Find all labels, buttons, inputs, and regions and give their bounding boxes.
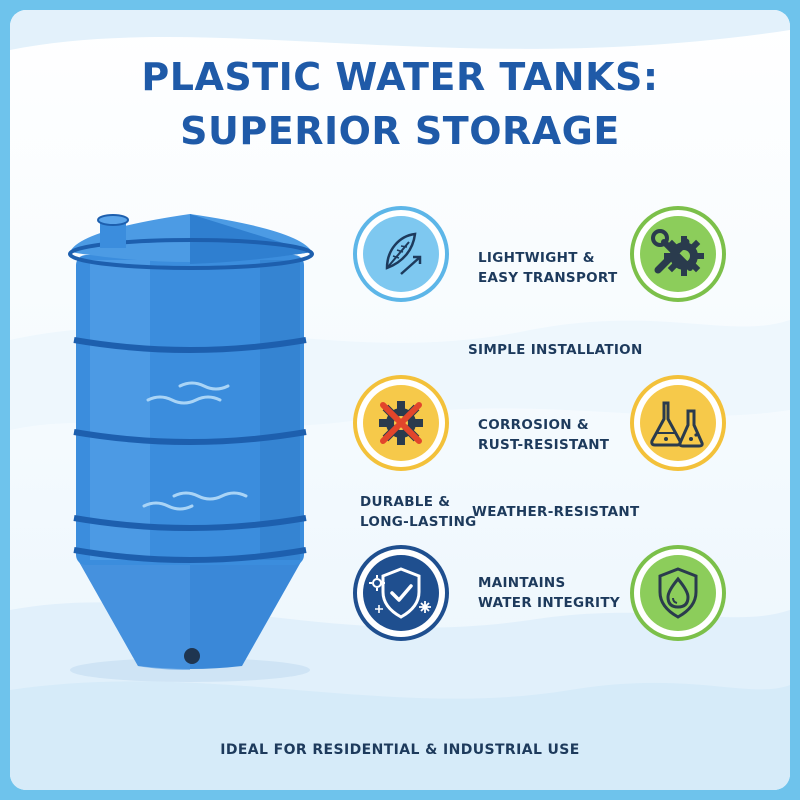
tank-bands	[73, 337, 307, 563]
tank-water-waves	[142, 381, 248, 511]
title-line-2: SUPERIOR STORAGE	[180, 109, 620, 153]
feature-label-line: LIGHTWIGHT &	[478, 250, 595, 266]
feature-label-line: CORROSION &	[478, 417, 589, 433]
feature-icon-water-integrity	[630, 545, 726, 641]
water-drop-shield-icon	[630, 545, 726, 641]
weather-shield-icon	[353, 545, 449, 641]
feature-label-line: SIMPLE INSTALLATION	[468, 342, 643, 358]
crossed-gear-icon	[353, 375, 449, 471]
feature-label-lightweight: LIGHTWIGHT & EASY TRANSPORT	[478, 248, 618, 288]
footer-tagline: IDEAL FOR RESIDENTIAL & INDUSTRIAL USE	[220, 742, 580, 758]
feature-label-weather: WEATHER-RESISTANT	[472, 502, 640, 522]
feature-label-installation: SIMPLE INSTALLATION	[468, 340, 643, 360]
water-tank-illustration	[68, 214, 314, 682]
feature-label-line: WATER INTEGRITY	[478, 595, 620, 611]
feature-label-water-integrity: MAINTAINS WATER INTEGRITY	[478, 573, 620, 613]
page-title: PLASTIC WATER TANKS: SUPERIOR STORAGE	[10, 50, 790, 158]
feature-icon-durable	[630, 375, 726, 471]
feature-icon-lightweight	[353, 206, 449, 302]
feature-label-corrosion: CORROSION & RUST-RESISTANT	[478, 415, 609, 455]
wrench-gear-icon	[630, 206, 726, 302]
feature-icon-corrosion	[353, 375, 449, 471]
title-line-1: PLASTIC WATER TANKS:	[141, 55, 659, 99]
feature-icon-installation	[630, 206, 726, 302]
feature-label-line: RUST-RESISTANT	[478, 437, 610, 453]
infographic-frame: PLASTIC WATER TANKS: SUPERIOR STORAGE	[10, 10, 790, 790]
feature-label-line: MAINTAINS	[478, 575, 566, 591]
feature-label-durable: DURABLE & LONG-LASTING	[360, 492, 477, 532]
feather-arrow-icon	[353, 206, 449, 302]
feature-label-line: LONG-LASTING	[360, 514, 477, 530]
feature-label-line: WEATHER-RESISTANT	[472, 504, 640, 520]
feature-label-line: EASY TRANSPORT	[478, 270, 618, 286]
feature-icon-weather	[353, 545, 449, 641]
lab-flasks-icon	[630, 375, 726, 471]
tank-drain-valve	[184, 648, 200, 664]
feature-label-line: DURABLE &	[360, 494, 451, 510]
